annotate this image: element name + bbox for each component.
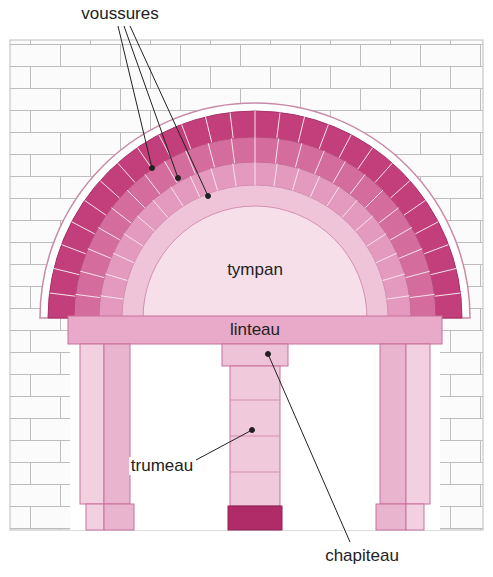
part-label: voussures (79, 5, 160, 24)
trumeau-base (228, 506, 282, 530)
voussoir-joint (100, 181, 119, 198)
voussoir-joint (404, 200, 425, 215)
voussoir-joint (431, 269, 456, 275)
voussure-outer (48, 111, 462, 318)
arch-border (40, 103, 470, 318)
voussoir-joint (88, 249, 111, 259)
voussoir-joint (62, 245, 86, 254)
voussoir-joint (153, 200, 168, 217)
voussoir-joint (383, 274, 405, 281)
voussoir-joint (127, 190, 145, 208)
voussoir-joint (406, 271, 430, 277)
jamb-base (86, 504, 104, 530)
voussure-inner (99, 162, 411, 318)
voussoir-joint (105, 274, 127, 281)
voussoir-joint (186, 151, 196, 174)
part-label: trumeau (129, 457, 195, 476)
voussoir-joint (206, 117, 212, 142)
voussoir-joint (98, 228, 120, 241)
voussoir-joint (231, 139, 234, 164)
arch-soffit (122, 185, 388, 318)
voussoir-joint (85, 200, 106, 215)
voussoir-joint (435, 293, 461, 296)
voussoir-joint (255, 162, 256, 185)
jamb-base (104, 504, 134, 530)
voussoir-joint (76, 294, 101, 297)
voussoir-joint (295, 143, 301, 167)
part-label: linteau (228, 321, 282, 340)
voussoir-joint (424, 245, 448, 254)
voussoir-joint (319, 125, 328, 149)
voussoir-joint (315, 151, 325, 174)
voussoir-joint (375, 163, 392, 182)
voussoir-joint (275, 139, 278, 164)
voussoir-joint (255, 111, 256, 137)
voussoir-joint (80, 271, 104, 277)
voussoir-joint (50, 293, 76, 296)
voussoir-joint (274, 164, 277, 187)
voussoir-joint (277, 113, 280, 139)
voussoir-joint (379, 208, 399, 223)
tympanum (143, 206, 367, 318)
voussoir-joint (390, 228, 412, 241)
lintel (68, 316, 442, 344)
voussoir-joint (350, 174, 365, 194)
voussoir-joint (230, 113, 233, 139)
voussoir-joint (365, 190, 383, 208)
voussoir-joint (255, 137, 256, 162)
voussoir-joint (333, 161, 346, 183)
doorway (70, 318, 440, 530)
voussoir-joint (118, 163, 135, 182)
voussoir-joint (182, 125, 191, 149)
voussoir-joint (399, 249, 422, 259)
jamb-base (376, 504, 406, 530)
voussoir-joint (327, 187, 339, 206)
brick-wall (10, 40, 483, 530)
voussoir-joint (190, 176, 200, 197)
jamb-base (406, 504, 424, 530)
voussoir-joint (387, 296, 410, 299)
voussoir-joint (171, 187, 183, 206)
voussoir-joint (72, 222, 95, 234)
jamb-pillar (406, 344, 430, 504)
voussoir-joint (376, 253, 397, 263)
trumeau-shaft (230, 366, 280, 506)
voussoir-joint (358, 148, 373, 169)
part-label: chapiteau (323, 547, 401, 566)
jamb-pillar (80, 344, 104, 504)
voussoir-joint (233, 164, 236, 187)
voussoir-joint (298, 117, 304, 142)
voussoir-joint (54, 269, 79, 275)
voussoir-joints (50, 111, 461, 299)
voussoir-joint (208, 143, 214, 167)
voussoir-joint (391, 181, 410, 198)
voussoir-joint (310, 176, 320, 197)
capital (222, 344, 288, 366)
voussoir-joint (101, 296, 124, 299)
voussoir-joint (137, 216, 154, 231)
voussoir-joint (415, 222, 438, 234)
jamb-column (104, 344, 130, 504)
voussoir-joint (113, 253, 134, 263)
voussoir-joint (339, 135, 351, 158)
jamb-column (380, 344, 406, 504)
part-label: tympan (225, 261, 285, 280)
voussoir-joint (356, 216, 373, 231)
voussoir-joint (124, 234, 143, 246)
voussure-middle (74, 137, 436, 318)
voussoir-joint (410, 294, 435, 297)
voussoir-joint (111, 208, 131, 223)
voussoir-joint (165, 161, 178, 183)
voussoir-joint (342, 200, 357, 217)
voussoir-joint (293, 168, 300, 190)
voussoir-joint (367, 234, 386, 246)
leader-lines (118, 26, 350, 542)
voussoir-joint (145, 174, 160, 194)
voussoir-joint (211, 168, 218, 190)
